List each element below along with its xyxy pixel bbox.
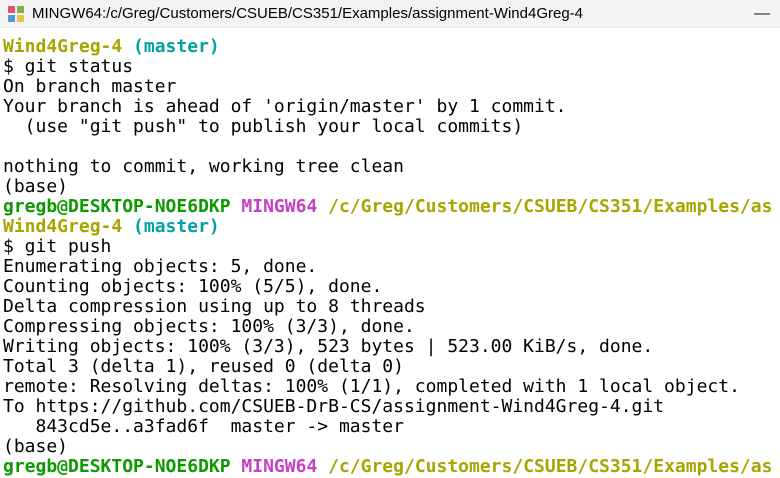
terminal-text-segment: Wind4Greg-4 bbox=[3, 36, 134, 57]
terminal-line: Total 3 (delta 1), reused 0 (delta 0) bbox=[3, 357, 780, 377]
terminal-line: Writing objects: 100% (3/3), 523 bytes |… bbox=[3, 337, 780, 357]
terminal-text-segment: Total 3 (delta 1), reused 0 (delta 0) bbox=[3, 356, 404, 377]
terminal-text-segment: (master) bbox=[133, 36, 220, 57]
mingw64-app-icon bbox=[8, 5, 24, 22]
terminal-text-segment: $ git status bbox=[3, 56, 134, 77]
terminal-line: Your branch is ahead of 'origin/master' … bbox=[3, 97, 780, 117]
icon-pane-yellow bbox=[17, 14, 24, 22]
terminal-line: $ git push bbox=[3, 237, 780, 257]
terminal-text-segment: Counting objects: 100% (5/5), done. bbox=[3, 276, 383, 297]
window-title: MINGW64:/c/Greg/Customers/CSUEB/CS351/Ex… bbox=[32, 5, 584, 22]
terminal-text-segment: Your branch is ahead of 'origin/master' … bbox=[3, 96, 567, 117]
terminal-text-segment: /c/Greg/Customers/CSUEB/CS351/Examples/a… bbox=[328, 456, 773, 477]
terminal-text-segment: /c/Greg/Customers/CSUEB/CS351/Examples/a… bbox=[328, 196, 773, 217]
terminal-text-segment: nothing to commit, working tree clean bbox=[3, 156, 404, 177]
terminal-line: nothing to commit, working tree clean bbox=[3, 157, 780, 177]
terminal-text-segment: gregb@DESKTOP-NOE6DKP bbox=[3, 456, 242, 477]
terminal-text-segment: 843cd5e..a3fad6f master -> master bbox=[3, 416, 404, 437]
terminal-text-segment: MINGW64 bbox=[241, 196, 329, 217]
terminal-text-segment: $ git push bbox=[3, 236, 112, 257]
terminal-text-segment: Enumerating objects: 5, done. bbox=[3, 256, 318, 277]
terminal-line: Wind4Greg-4 (master) bbox=[3, 37, 780, 57]
terminal-text-segment: (base) bbox=[3, 436, 69, 457]
terminal-text-segment: On branch master bbox=[3, 76, 177, 97]
terminal-line: gregb@DESKTOP-NOE6DKP MINGW64 /c/Greg/Cu… bbox=[3, 457, 780, 477]
terminal-line: Compressing objects: 100% (3/3), done. bbox=[3, 317, 780, 337]
icon-pane-green bbox=[17, 5, 24, 13]
terminal-line: $ git status bbox=[3, 57, 780, 77]
terminal-line: Delta compression using up to 8 threads bbox=[3, 297, 780, 317]
terminal-line: Wind4Greg-4 (master) bbox=[3, 217, 780, 237]
terminal-text-segment: Delta compression using up to 8 threads bbox=[3, 296, 426, 317]
minimize-button[interactable]: — bbox=[754, 4, 770, 22]
terminal-line: gregb@DESKTOP-NOE6DKP MINGW64 /c/Greg/Cu… bbox=[3, 197, 780, 217]
terminal-text-segment: (base) bbox=[3, 176, 69, 197]
terminal-line: On branch master bbox=[3, 77, 780, 97]
terminal-text-segment: (use "git push" to publish your local co… bbox=[3, 116, 524, 137]
terminal-text-segment: MINGW64 bbox=[241, 456, 329, 477]
terminal-line: To https://github.com/CSUEB-DrB-CS/assig… bbox=[3, 397, 780, 417]
terminal-line: 843cd5e..a3fad6f master -> master bbox=[3, 417, 780, 437]
terminal-text-segment: Wind4Greg-4 bbox=[3, 216, 134, 237]
terminal-text-segment: Writing objects: 100% (3/3), 523 bytes |… bbox=[3, 336, 654, 357]
terminal-line: (base) bbox=[3, 437, 780, 457]
terminal-text-segment: gregb@DESKTOP-NOE6DKP bbox=[3, 196, 242, 217]
terminal-text-segment: (master) bbox=[133, 216, 220, 237]
terminal-line bbox=[3, 137, 780, 157]
terminal-line: remote: Resolving deltas: 100% (1/1), co… bbox=[3, 377, 780, 397]
icon-pane-blue bbox=[8, 14, 15, 22]
titlebar[interactable]: MINGW64:/c/Greg/Customers/CSUEB/CS351/Ex… bbox=[0, 0, 780, 28]
terminal-text-segment: Compressing objects: 100% (3/3), done. bbox=[3, 316, 415, 337]
terminal-line: (use "git push" to publish your local co… bbox=[3, 117, 780, 137]
icon-pane-red bbox=[8, 5, 15, 13]
terminal-text-segment: remote: Resolving deltas: 100% (1/1), co… bbox=[3, 376, 740, 397]
terminal-line: Enumerating objects: 5, done. bbox=[3, 257, 780, 277]
terminal-line: Counting objects: 100% (5/5), done. bbox=[3, 277, 780, 297]
terminal-text-segment: To https://github.com/CSUEB-DrB-CS/assig… bbox=[3, 396, 665, 417]
terminal-line: (base) bbox=[3, 177, 780, 197]
